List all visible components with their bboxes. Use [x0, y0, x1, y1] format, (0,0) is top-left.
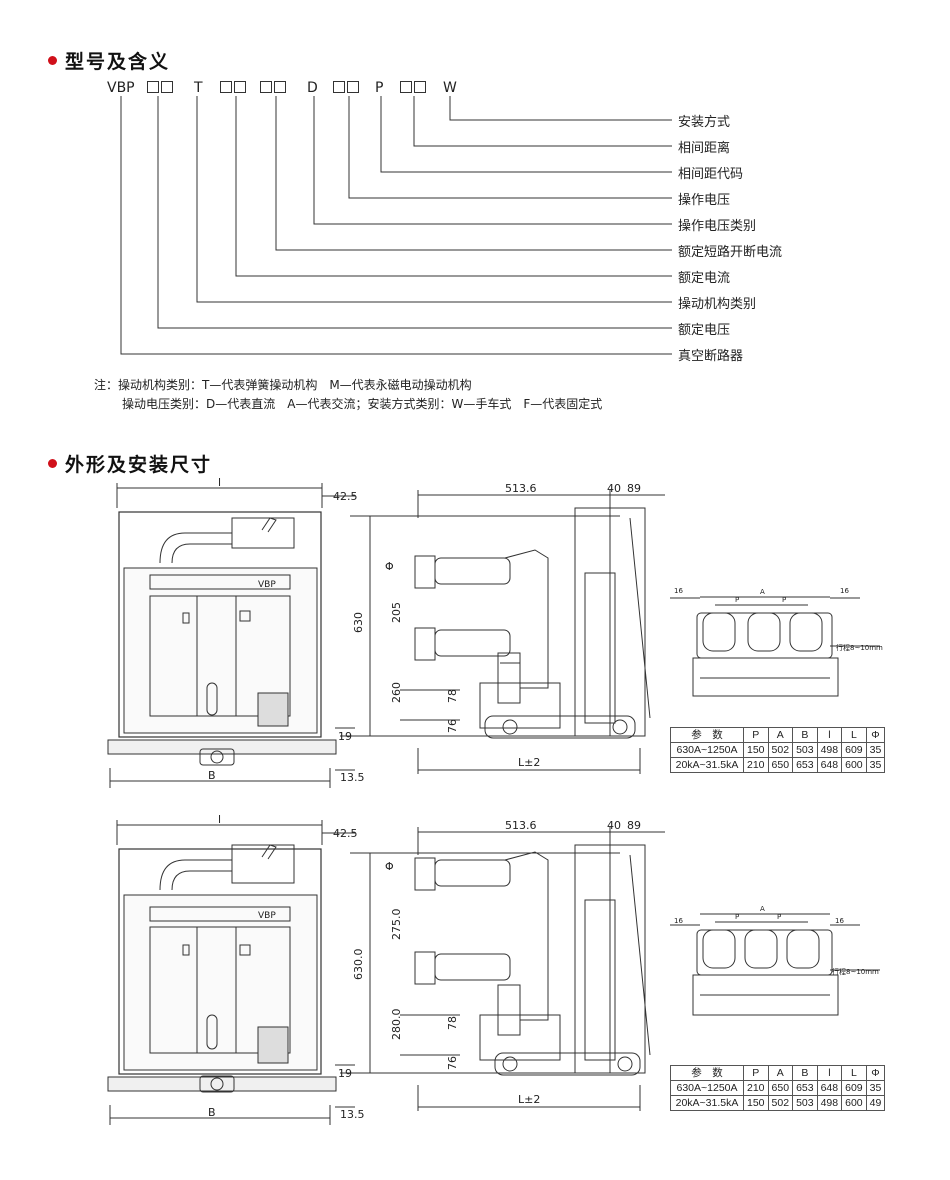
dim-label: 13.5	[340, 1108, 365, 1121]
technical-drawing: l 42.5 19 13.5 B VBP 513.6 40 89 630.0 2…	[107, 813, 880, 1125]
table-header-row: 参 数 P A B l L Φ	[670, 727, 886, 743]
dim-label: 76	[446, 719, 459, 733]
drawing-set-1: l 42.5 19 13.5 B VBP 513.6 40 89 630 205…	[0, 476, 950, 798]
note-line-1: 注：操动机构类别：T—代表弹簧操动机构 M—代表永磁电动操动机构	[94, 378, 472, 392]
dim-label: P	[782, 596, 786, 604]
dim-label: 40	[607, 819, 621, 832]
meaning-item: 相间距离	[678, 141, 731, 156]
leader-lines	[120, 96, 672, 355]
dim-label: 78	[446, 1016, 459, 1030]
dim-label: L±2	[518, 1093, 540, 1106]
code-letter-w: W	[443, 80, 457, 96]
dim-label: A	[760, 588, 765, 596]
code-box-pair	[333, 80, 361, 96]
table-row: 630A~1250A 210 650 653 648 609 35	[670, 1080, 886, 1096]
meaning-item: 安装方式	[678, 115, 731, 130]
code-box-pair	[400, 80, 428, 96]
dim-label: 205	[390, 602, 403, 623]
dim-label: 行程8~10mm	[832, 967, 879, 976]
dim-label: 275.0	[390, 909, 403, 941]
meaning-item: 操作电压类别	[678, 219, 757, 234]
dim-label: 630.0	[352, 949, 365, 981]
dim-label: Φ	[385, 860, 394, 873]
brand-label: VBP	[258, 911, 276, 921]
code-letter-d: D	[307, 80, 318, 96]
dim-label: 13.5	[340, 771, 365, 784]
dim-label: 行程8~10mm	[836, 643, 883, 652]
dim-label: 89	[627, 482, 641, 495]
meaning-item: 操动机构类别	[678, 297, 757, 312]
dim-label: 16	[674, 587, 683, 595]
code-letter-p: P	[375, 80, 384, 96]
dim-label: Φ	[385, 560, 394, 573]
table-row: 20kA~31.5kA 210 650 653 648 600 35	[670, 757, 886, 773]
dim-label: 89	[627, 819, 641, 832]
dim-label: B	[208, 1106, 216, 1119]
dim-label: 16	[840, 587, 849, 595]
dim-label: L±2	[518, 756, 540, 769]
dim-label: P	[777, 913, 781, 921]
dim-label: P	[735, 596, 739, 604]
front-view	[107, 483, 355, 788]
meaning-item: 操作电压	[678, 193, 731, 208]
code-prefix: VBP	[107, 80, 135, 96]
dim-label: 76	[446, 1056, 459, 1070]
meaning-item: 额定电压	[678, 323, 731, 338]
code-letter-t: T	[194, 80, 203, 96]
dim-label: 513.6	[505, 819, 537, 832]
code-box-pair	[147, 80, 175, 96]
note-line-2: 操动电压类别：D—代表直流 A—代表交流；安装方式类别：W—手车式 F—代表固定…	[122, 397, 603, 411]
meaning-item: 额定短路开断电流	[678, 245, 783, 260]
bullet-dot-icon	[48, 56, 57, 65]
dim-label: 513.6	[505, 482, 537, 495]
side-view	[340, 490, 665, 774]
dim-label: A	[760, 905, 765, 913]
dim-label: 19	[338, 1067, 352, 1080]
dim-label: 16	[674, 917, 683, 925]
dim-label: l	[218, 478, 221, 489]
dim-label: 16	[835, 917, 844, 925]
dim-label: P	[735, 913, 739, 921]
bullet-dot-icon	[48, 459, 57, 468]
dim-label: 630	[352, 612, 365, 633]
meaning-item: 额定电流	[678, 271, 731, 286]
table-header-row: 参 数 P A B l L Φ	[670, 1065, 886, 1081]
brand-label: VBP	[258, 580, 276, 590]
dim-label: 280.0	[390, 1009, 403, 1041]
side-view	[340, 827, 665, 1111]
dim-label: 78	[446, 689, 459, 703]
top-view	[670, 913, 880, 1016]
dim-label: 19	[338, 730, 352, 743]
top-view	[670, 596, 880, 697]
dim-label: 260	[390, 682, 403, 703]
code-box-pair	[220, 80, 248, 96]
dim-label: l	[218, 815, 221, 826]
param-table: 参 数 P A B l L Φ 630A~1250A 150 502 503 4…	[670, 727, 886, 773]
section-title-model: 型号及含义	[48, 47, 170, 74]
param-table: 参 数 P A B l L Φ 630A~1250A 210 650 653 6…	[670, 1065, 886, 1111]
front-view	[107, 820, 355, 1125]
dim-label: B	[208, 769, 216, 782]
section-title-dimensions: 外形及安装尺寸	[48, 450, 212, 477]
meaning-item: 真空断路器	[678, 349, 744, 364]
code-box-pair	[260, 80, 288, 96]
dim-label: 42.5	[333, 490, 358, 503]
meaning-item: 相间距代码	[678, 167, 744, 182]
drawing-set-2: l 42.5 19 13.5 B VBP 513.6 40 89 630.0 2…	[0, 813, 950, 1135]
dim-label: 42.5	[333, 827, 358, 840]
table-row: 630A~1250A 150 502 503 498 609 35	[670, 742, 886, 758]
table-row: 20kA~31.5kA 150 502 503 498 600 49	[670, 1095, 886, 1111]
technical-drawing: l 42.5 19 13.5 B VBP 513.6 40 89 630 205…	[107, 476, 883, 788]
dim-label: 40	[607, 482, 621, 495]
